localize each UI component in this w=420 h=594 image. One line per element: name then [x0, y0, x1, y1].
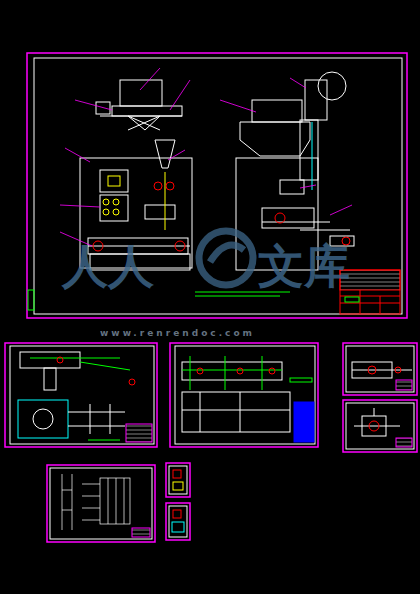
- watermark-text: 文库: [258, 236, 350, 298]
- watermark-text: 人人: [62, 236, 154, 298]
- watermark-url: www.renrendoc.com: [100, 328, 255, 338]
